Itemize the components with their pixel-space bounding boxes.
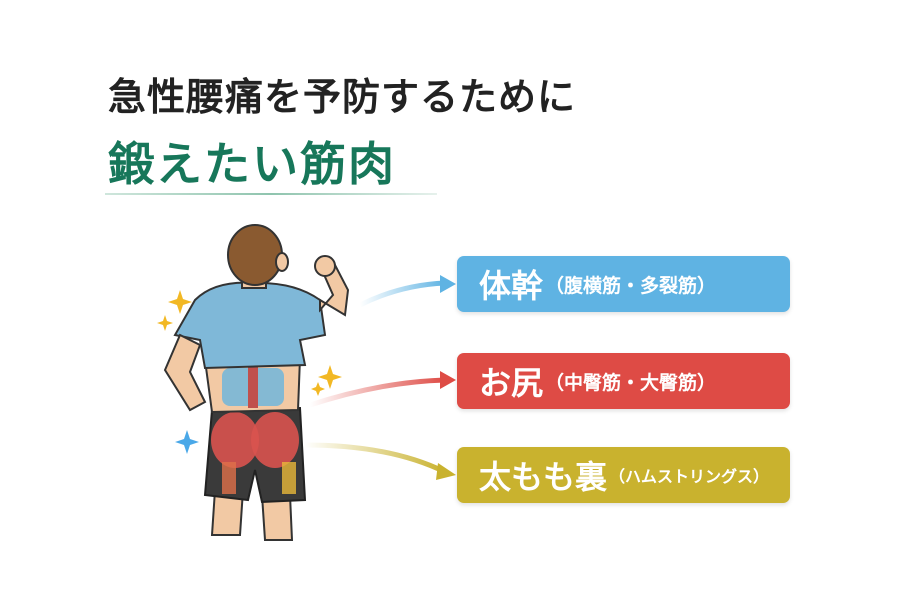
label-hamstrings: 太もも裏（ハムストリングス） [457, 447, 790, 503]
label-core-sub: （腹横筋・多裂筋） [545, 274, 717, 297]
page-subtitle: 鍛えたい筋肉 [108, 137, 396, 191]
label-hamstrings-main: 太もも裏 [479, 458, 608, 496]
page-title: 急性腰痛を予防するために [108, 75, 577, 119]
title-underline [105, 193, 437, 195]
label-glutes-sub: （中臀筋・大臀筋） [545, 371, 717, 394]
label-glutes: お尻（中臀筋・大臀筋） [457, 353, 790, 409]
arrow-hamstrings [304, 442, 456, 480]
sparkle-icon [157, 290, 342, 396]
label-hamstrings-sub: （ハムストリングス） [609, 467, 770, 486]
label-glutes-main: お尻 [479, 364, 544, 402]
sparkle-icon [175, 430, 199, 454]
arrow-core [358, 275, 456, 308]
label-core-main: 体幹 [479, 267, 544, 305]
arrow-glutes [309, 371, 456, 408]
label-core: 体幹（腹横筋・多裂筋） [457, 256, 790, 312]
